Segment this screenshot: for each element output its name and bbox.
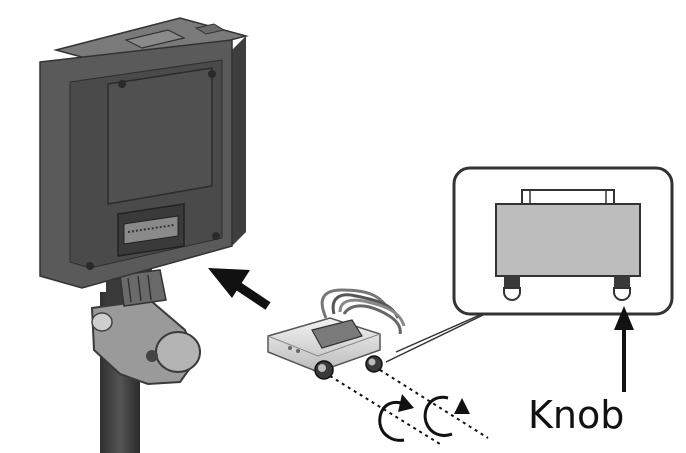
knob-label: Knob [528,393,625,437]
guide-lines [329,369,489,445]
knob-pointer-arrow [614,306,634,392]
knob-icon [314,355,383,380]
arrow-icon [208,268,271,310]
mount-bracket [90,269,201,386]
connector-icon [267,288,406,373]
device-socket [117,203,185,257]
rotate-icon [378,394,470,442]
callout-inset [452,166,674,316]
